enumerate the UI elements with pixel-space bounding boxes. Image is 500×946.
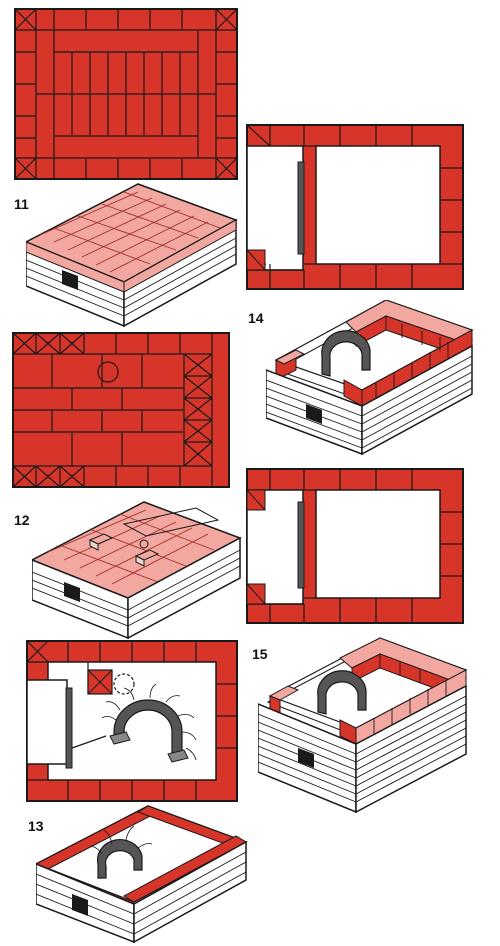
step-12-label: 12 [14,512,30,528]
round-opening [97,361,119,383]
step-14-view [266,300,476,456]
step-15-plan [246,468,464,624]
step-14-label: 14 [248,310,264,326]
step-13-plan [26,640,238,802]
step-15-view [258,634,472,814]
step-11-view [26,182,238,328]
steel-arch [321,330,371,377]
step-11-plan [14,8,238,180]
step-12-view [32,500,242,640]
ash-door-opening [62,270,78,290]
step-11-label: 11 [14,196,29,212]
step-13-label: 13 [28,818,44,834]
door-frame-steel [297,161,305,255]
step-13-view [36,804,248,944]
step-12-plan-drawing [12,332,230,488]
step-11-view-drawing [26,183,238,328]
door-frame-steel [65,687,73,769]
step-12-view-drawing [32,501,242,640]
step-13-view-drawing [36,805,248,944]
steel-arch [96,839,143,879]
step-14-view-drawing [266,300,474,456]
step-15-label: 15 [252,646,268,662]
step-11-plan-drawing [14,8,238,180]
step-14-plan-drawing [246,124,464,290]
ash-door-opening [64,582,80,602]
arch-frame [113,699,183,759]
step-12-plan [12,332,230,488]
step-14-plan [246,124,464,290]
step-13-plan-drawing [26,640,238,802]
step-15-view-drawing [258,637,468,814]
step-15-plan-drawing [246,468,464,624]
door-frame-steel [297,501,305,589]
steel-arch [317,670,367,715]
